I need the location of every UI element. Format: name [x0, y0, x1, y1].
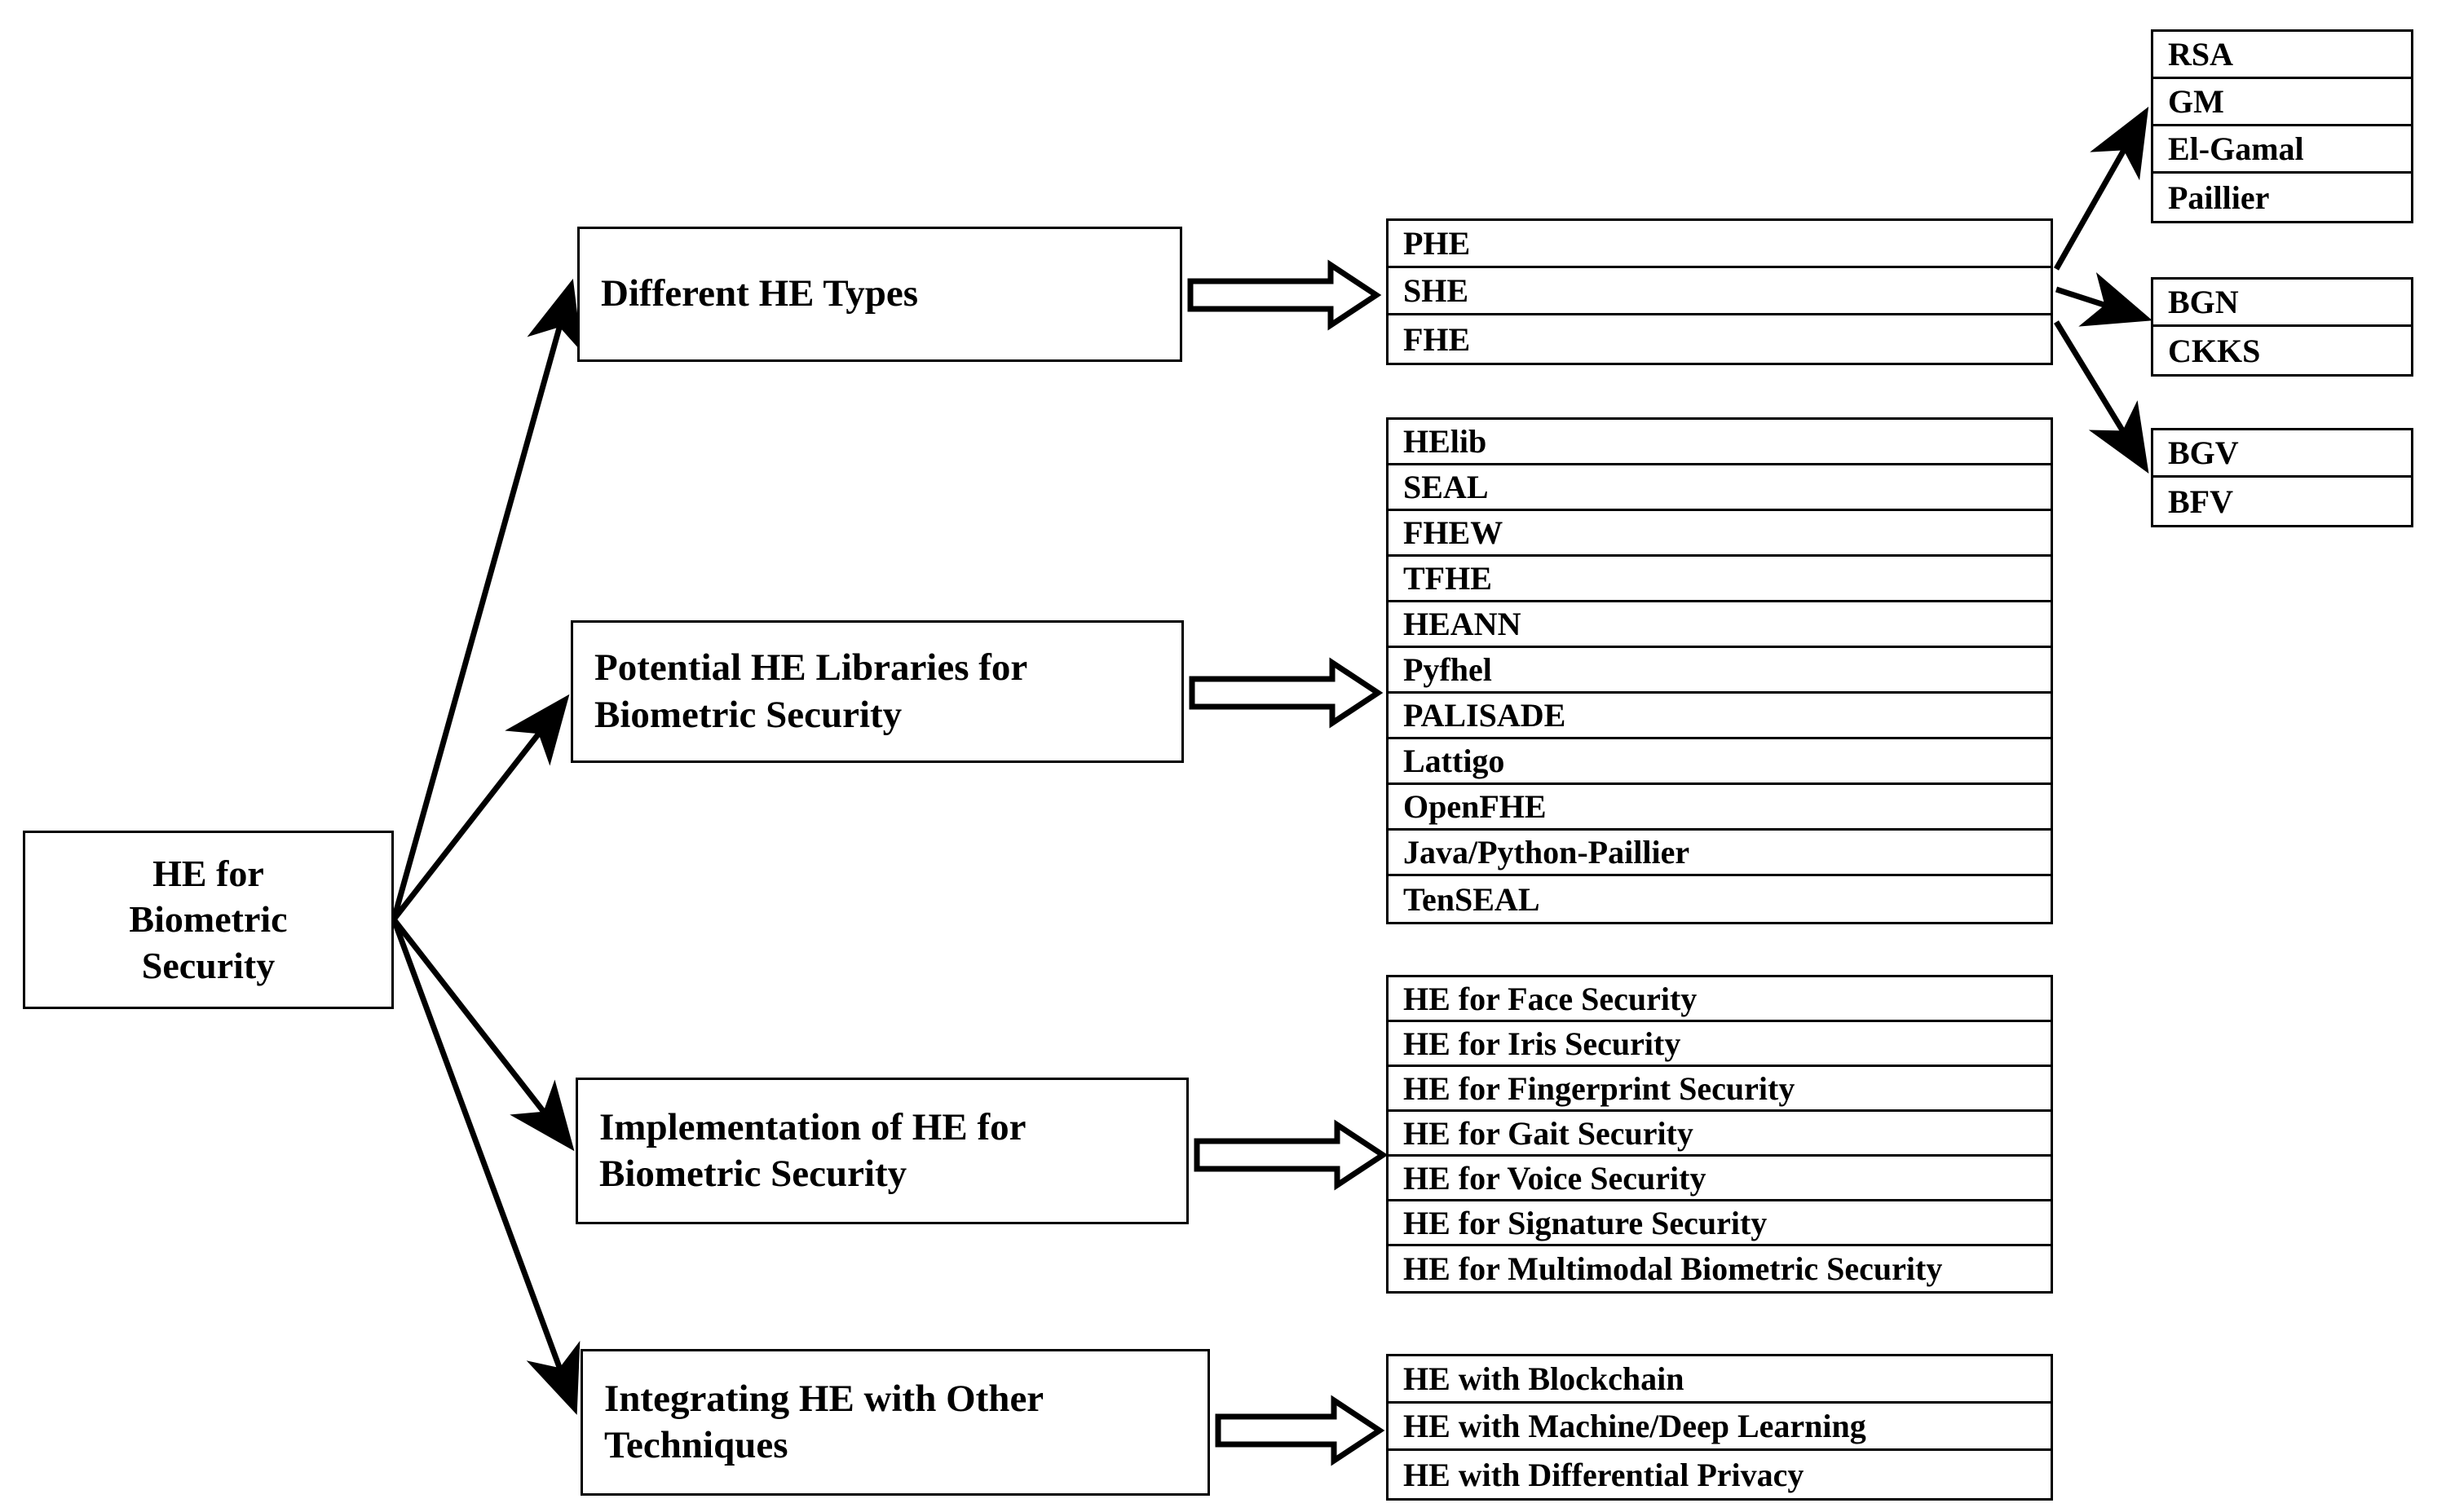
he-integrations-list: HE with Blockchain HE with Machine/Deep …	[1386, 1354, 2053, 1501]
list-item[interactable]: El-Gamal	[2153, 126, 2411, 174]
list-item[interactable]: SHE	[1389, 268, 2051, 315]
edge-fhe-to-schemes	[2054, 320, 2149, 474]
list-item[interactable]: HE with Differential Privacy	[1389, 1451, 2051, 1498]
category-label-line2: Biometric Security	[594, 693, 903, 736]
category-label-line1: Integrating HE with Other	[604, 1377, 1044, 1420]
block-arrow-edges	[1187, 259, 1389, 1466]
list-item[interactable]: Pyfhel	[1389, 648, 2051, 694]
category-label-line1: Potential HE Libraries for	[594, 646, 1028, 690]
category-node-different-he-types[interactable]: Different HE Types	[577, 227, 1182, 362]
category-label-line1: Implementation of HE for	[599, 1105, 1027, 1148]
list-item[interactable]: SEAL	[1389, 465, 2051, 511]
category-label-line2: Biometric Security	[599, 1153, 907, 1195]
block-arrow-impl	[1194, 1119, 1389, 1191]
list-item[interactable]: HE for Gait Security	[1389, 1112, 2051, 1157]
root-node[interactable]: HE for Biometric Security	[23, 831, 394, 1009]
list-item[interactable]: PHE	[1389, 221, 2051, 268]
category-node-implementation-of-he[interactable]: Implementation of HE for Biometric Secur…	[576, 1078, 1189, 1224]
edge-phe-to-schemes	[2053, 106, 2149, 271]
he-libraries-list: HElib SEAL FHEW TFHE HEANN Pyfhel PALISA…	[1386, 417, 2053, 924]
list-item[interactable]: HE with Blockchain	[1389, 1356, 2051, 1404]
he-types-list: PHE SHE FHE	[1386, 218, 2053, 365]
list-item[interactable]: RSA	[2153, 32, 2411, 79]
fhe-schemes-list: BGV BFV	[2151, 428, 2413, 527]
list-item[interactable]: HE for Face Security	[1389, 977, 2051, 1022]
list-item[interactable]: FHEW	[1389, 511, 2051, 557]
he-implementations-list: HE for Face Security HE for Iris Securit…	[1386, 975, 2053, 1294]
block-arrow-integ	[1215, 1395, 1385, 1466]
block-arrow-types	[1187, 259, 1382, 331]
list-item[interactable]: TFHE	[1389, 557, 2051, 602]
root-label-line1: HE for	[152, 853, 264, 895]
list-item[interactable]: BFV	[2153, 478, 2411, 525]
list-item[interactable]: HE with Machine/Deep Learning	[1389, 1404, 2051, 1451]
list-item[interactable]: HEANN	[1389, 602, 2051, 648]
category-node-integrating-he-other-techniques[interactable]: Integrating HE with Other Techniques	[581, 1349, 1210, 1496]
list-item[interactable]: HE for Fingerprint Security	[1389, 1067, 2051, 1112]
edge-she-to-schemes	[2055, 272, 2152, 327]
block-arrow-libs	[1189, 657, 1384, 729]
list-item[interactable]: PALISADE	[1389, 694, 2051, 739]
phe-schemes-list: RSA GM El-Gamal Paillier	[2151, 29, 2413, 223]
list-item[interactable]: HE for Signature Security	[1389, 1201, 2051, 1246]
root-label-line2: Biometric	[129, 898, 288, 941]
list-item[interactable]: Java/Python-Paillier	[1389, 831, 2051, 876]
category-label-line1: Different HE Types	[601, 272, 919, 315]
list-item[interactable]: FHE	[1389, 315, 2051, 363]
edge-root-to-impl	[391, 917, 575, 1152]
list-item[interactable]: HElib	[1389, 420, 2051, 465]
list-item[interactable]: Paillier	[2153, 174, 2411, 221]
list-item[interactable]: Lattigo	[1389, 739, 2051, 785]
list-item[interactable]: HE for Multimodal Biometric Security	[1389, 1246, 2051, 1291]
edge-root-to-libs	[391, 694, 570, 922]
edge-root-to-types	[391, 278, 582, 920]
list-item[interactable]: TenSEAL	[1389, 876, 2051, 922]
he-type-edges	[2053, 106, 2152, 474]
category-node-potential-he-libraries[interactable]: Potential HE Libraries for Biometric Sec…	[571, 620, 1184, 763]
list-item[interactable]: CKKS	[2153, 327, 2411, 374]
she-schemes-list: BGN CKKS	[2151, 277, 2413, 377]
root-label-line3: Security	[141, 944, 276, 986]
list-item[interactable]: OpenFHE	[1389, 785, 2051, 831]
list-item[interactable]: BGN	[2153, 280, 2411, 327]
list-item[interactable]: BGV	[2153, 430, 2411, 478]
list-item[interactable]: HE for Voice Security	[1389, 1157, 2051, 1201]
root-fanout-edges	[391, 278, 582, 1415]
edge-root-to-integ	[391, 918, 581, 1415]
list-item[interactable]: GM	[2153, 79, 2411, 126]
list-item[interactable]: HE for Iris Security	[1389, 1022, 2051, 1067]
category-label-line2: Techniques	[604, 1424, 788, 1466]
